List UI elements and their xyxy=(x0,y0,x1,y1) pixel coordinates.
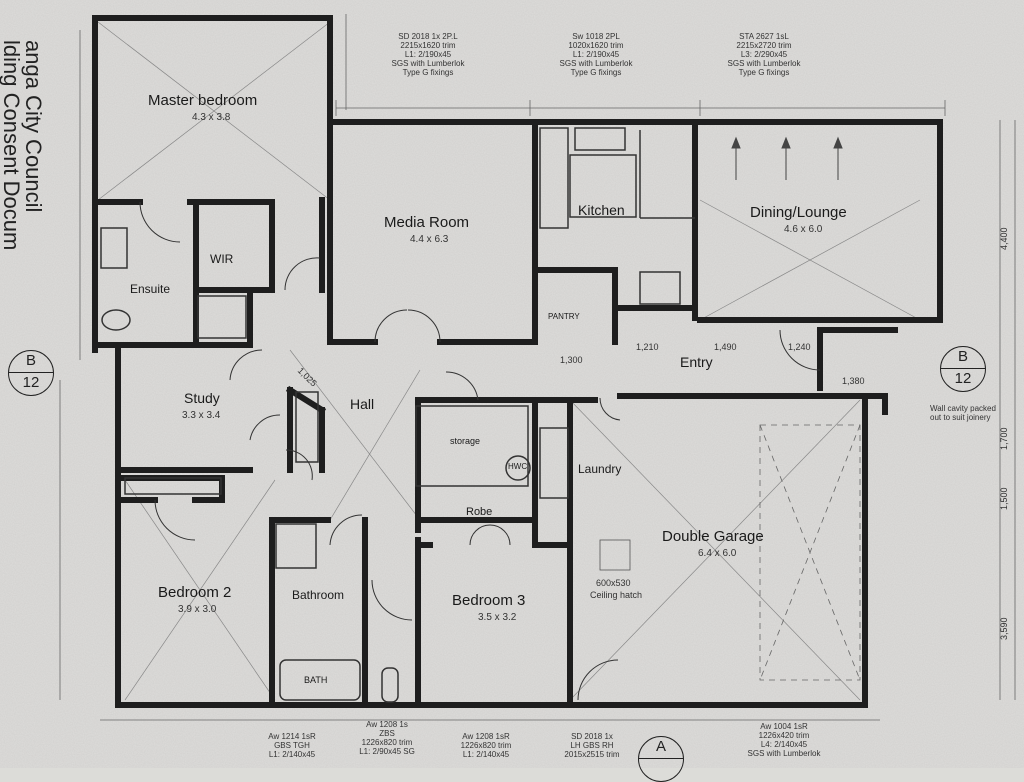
study-label: Study xyxy=(184,390,220,406)
note-line: L1: 2/190x45 xyxy=(572,50,620,59)
entry-label: Entry xyxy=(680,354,713,370)
hall-label: Hall xyxy=(350,396,375,412)
dim-1240: 1,240 xyxy=(788,342,811,352)
bedroom-3-size: 3.5 x 3.2 xyxy=(478,612,517,623)
bathroom-label: Bathroom xyxy=(292,588,345,602)
study-size: 3.3 x 3.4 xyxy=(182,410,221,421)
note-line: 2215x1620 trim xyxy=(400,41,456,50)
hwc-label: HWC xyxy=(508,462,528,471)
note-line: Aw 1004 1sR xyxy=(760,722,808,731)
note-line: SD 2018 1x 2P.L xyxy=(398,32,458,41)
note-line: L1: 2/140x45 xyxy=(268,750,316,759)
note-line: Type G fixings xyxy=(570,68,622,77)
note-line: Type G fixings xyxy=(402,68,454,77)
bedroom-2-label: Bedroom 2 xyxy=(158,584,232,601)
note-line: 1226x820 trim xyxy=(460,741,512,750)
window-note-bottom-3: Aw 1208 1sR 1226x820 trim L1: 2/140x45 xyxy=(454,732,518,759)
wall-cavity-note: Wall cavity packed out to suit joinery xyxy=(930,404,996,422)
council-stamp-text-2: lding Consent Docum xyxy=(0,40,24,251)
window-note-bottom-1: Aw 1214 1sR GBS TGH L1: 2/140x45 xyxy=(262,732,322,759)
note-line: SGS with Lumberlok xyxy=(747,749,821,758)
dim-right-3: 1,500 xyxy=(999,487,1009,510)
ceiling-hatch-label: Ceiling hatch xyxy=(590,590,643,600)
double-garage-label: Double Garage xyxy=(662,528,764,545)
note-line: STA 2627 1sL xyxy=(739,32,789,41)
dim-1300: 1,300 xyxy=(560,355,583,365)
dining-lounge-size: 4.6 x 6.0 xyxy=(784,224,823,235)
master-bedroom-label: Master bedroom xyxy=(148,92,258,109)
manhole-size: 600x530 xyxy=(596,578,631,588)
note-line: Aw 1208 1sR xyxy=(462,732,510,741)
dim-1210: 1,210 xyxy=(636,342,659,352)
window-note-top-1: SD 2018 1x 2P.L 2215x1620 trim L1: 2/190… xyxy=(388,32,468,77)
note-line: SD 2018 1x xyxy=(571,732,613,741)
media-room-size: 4.4 x 6.3 xyxy=(410,234,449,245)
section-marker-a: A xyxy=(638,736,684,782)
dining-lounge-label: Dining/Lounge xyxy=(750,204,847,221)
note-line: Sw 1018 2PL xyxy=(572,32,620,41)
robe-label: Robe xyxy=(466,506,493,518)
dim-right-4: 4,400 xyxy=(999,227,1009,250)
ensuite-label: Ensuite xyxy=(130,282,171,296)
note-line: L1: 2/90x45 SG xyxy=(359,747,415,756)
note-line: SGS with Lumberlok xyxy=(727,59,801,68)
wir-label: WIR xyxy=(210,252,234,266)
window-note-bottom-5: Aw 1004 1sR 1226x420 trim L4: 2/140x45 S… xyxy=(746,722,822,758)
bedroom-3-label: Bedroom 3 xyxy=(452,592,526,609)
dim-1490: 1,490 xyxy=(714,342,737,352)
window-note-top-3: STA 2627 1sL 2215x2720 trim L3: 2/290x45… xyxy=(724,32,804,77)
note-line: Type G fixings xyxy=(738,68,790,77)
dim-right-1: 3,590 xyxy=(999,617,1009,640)
note-line: ZBS xyxy=(379,729,395,738)
storage-label: storage xyxy=(450,436,481,446)
bath-label: BATH xyxy=(304,675,328,685)
media-room-label: Media Room xyxy=(384,214,470,231)
note-line: L1: 2/190x45 xyxy=(404,50,452,59)
double-garage-size: 6.4 x 6.0 xyxy=(698,548,737,559)
note-line: 1226x820 trim xyxy=(361,738,413,747)
note-line: L3: 2/290x45 xyxy=(740,50,788,59)
master-bedroom-size: 4.3 x 3.8 xyxy=(192,112,231,123)
bedroom-2-size: 3.9 x 3.0 xyxy=(178,604,217,615)
note-line: 2015x2515 trim xyxy=(564,750,620,759)
pantry-label: PANTRY xyxy=(548,312,580,321)
note-line: L1: 2/140x45 xyxy=(462,750,510,759)
window-note-bottom-4: SD 2018 1x LH GBS RH 2015x2515 trim xyxy=(560,732,624,759)
note-line: SGS with Lumberlok xyxy=(391,59,465,68)
note-line: 2215x2720 trim xyxy=(736,41,792,50)
note-line: SGS with Lumberlok xyxy=(559,59,633,68)
dim-right-2: 1,700 xyxy=(999,427,1009,450)
note-line: Aw 1214 1sR xyxy=(268,732,316,741)
note-line: L4: 2/140x45 xyxy=(760,740,808,749)
note-line: LH GBS RH xyxy=(570,741,614,750)
note-line: GBS TGH xyxy=(274,741,310,750)
note-line: Aw 1208 1s xyxy=(366,720,408,729)
laundry-label: Laundry xyxy=(578,462,622,476)
kitchen-label: Kitchen xyxy=(578,202,625,218)
window-note-top-2: Sw 1018 2PL 1020x1620 trim L1: 2/190x45 … xyxy=(556,32,636,77)
note-line: 1020x1620 trim xyxy=(568,41,624,50)
dim-1380: 1,380 xyxy=(842,376,865,386)
note-line: 1226x420 trim xyxy=(758,731,810,740)
window-note-bottom-2: Aw 1208 1s ZBS 1226x820 trim L1: 2/90x45… xyxy=(352,720,422,756)
